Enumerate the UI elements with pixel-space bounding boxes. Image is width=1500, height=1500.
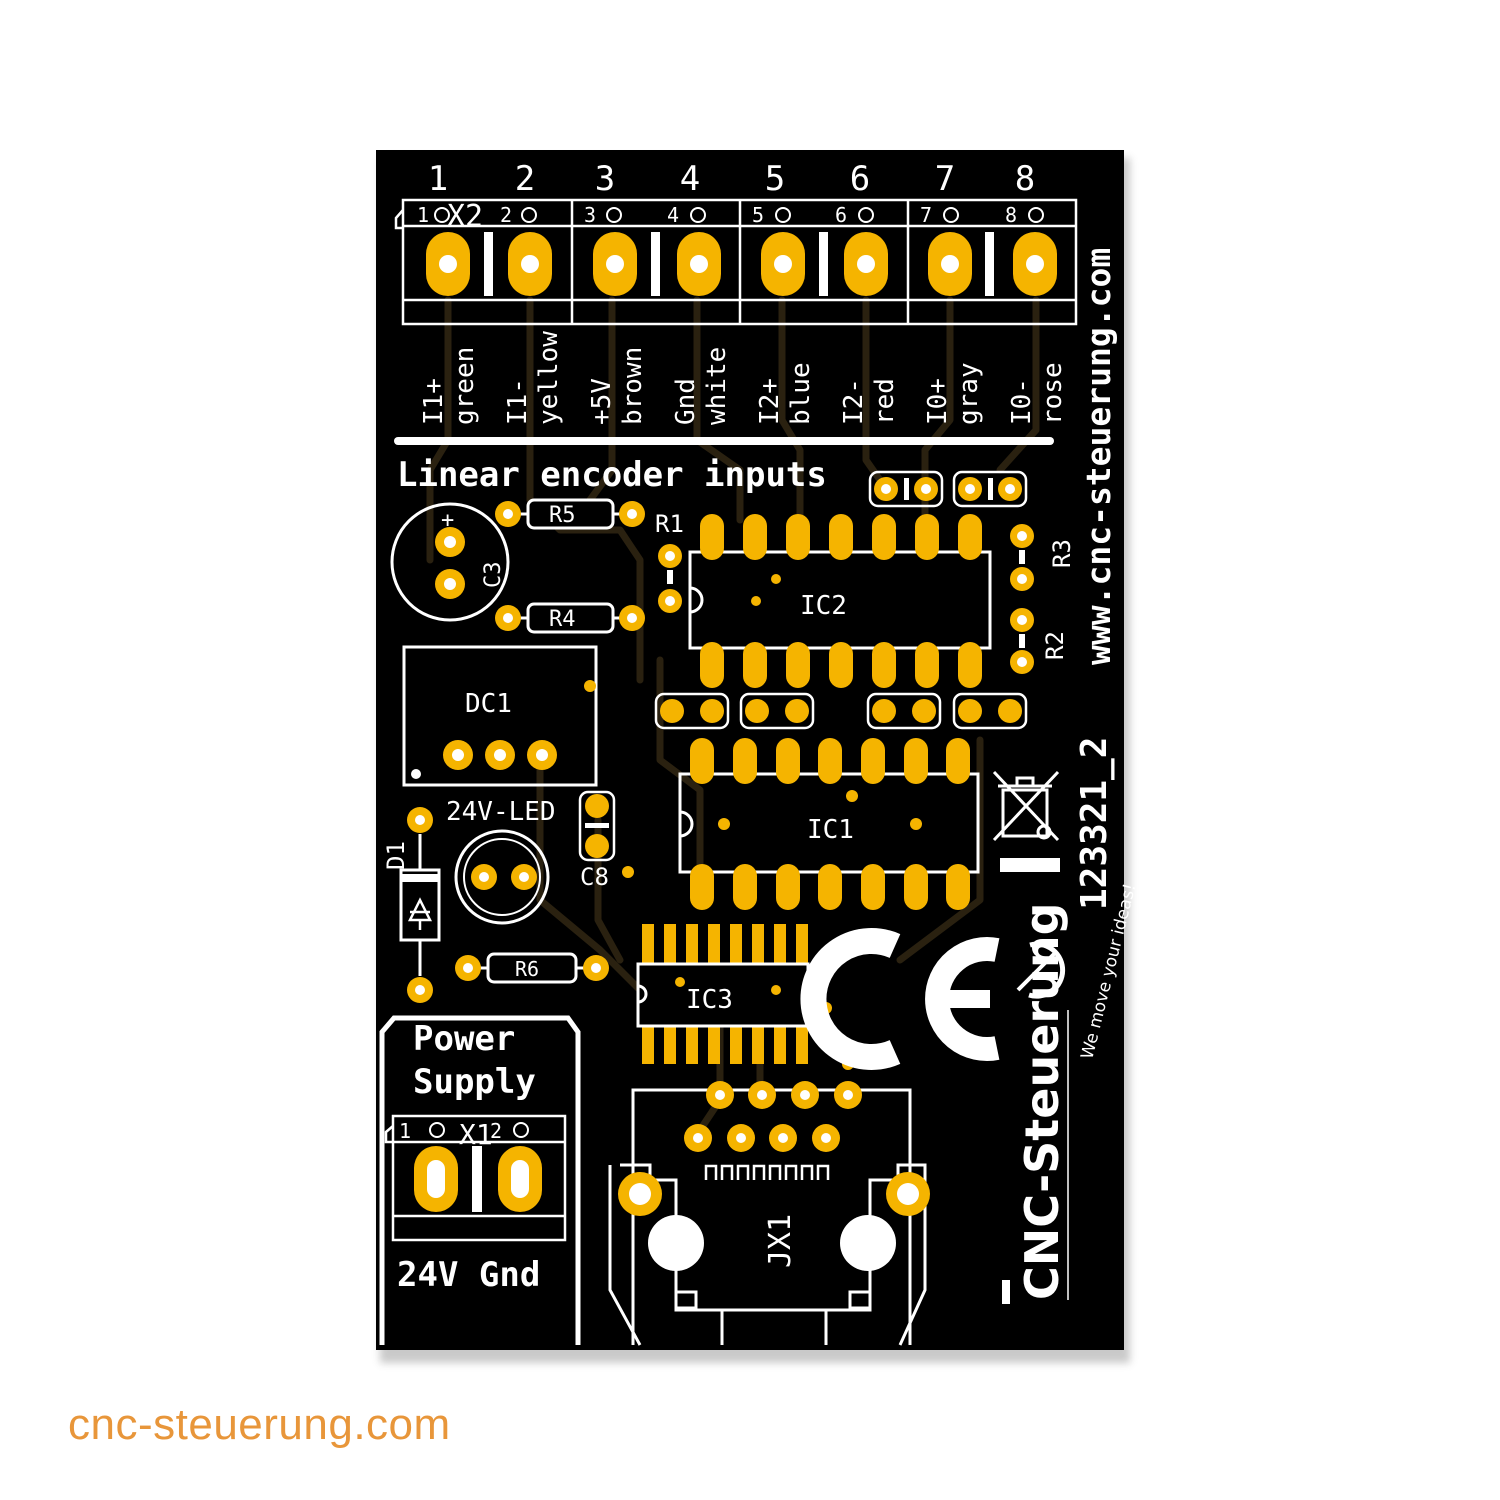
dc1-module: DC1: [402, 645, 598, 787]
svg-text:IC1: IC1: [807, 815, 854, 845]
watermark-text: cnc-steuerung.com: [68, 1400, 451, 1449]
pin-number: 3: [595, 159, 615, 199]
svg-text:C3: C3: [481, 562, 506, 589]
svg-text:R3: R3: [1048, 539, 1076, 568]
wire-signal-label: I1+: [419, 378, 449, 425]
wire-signal-label: Gnd: [671, 378, 701, 425]
pin-number: 5: [765, 159, 785, 199]
svg-text:4: 4: [667, 203, 679, 227]
terminal-pad: [844, 232, 888, 296]
diode-d1: D1: [382, 807, 441, 1003]
resistor-r5: R5: [495, 498, 645, 530]
svg-text:2: 2: [490, 1119, 502, 1143]
small-capacitors-top: [868, 470, 1028, 508]
svg-text:R1: R1: [655, 510, 684, 538]
svg-text:6: 6: [835, 203, 847, 227]
wire-signal-label: I0+: [923, 378, 953, 425]
terminal-pads: [426, 232, 1057, 296]
svg-text:3: 3: [584, 203, 596, 227]
terminal-pad: [1013, 232, 1057, 296]
ce-mark-text: CE: [0, 0, 2, 1]
ic1-pins: [690, 738, 970, 910]
terminal-pin-marks: 1 2 3 4 5 6 7 8: [417, 203, 1017, 227]
svg-text:D1: D1: [382, 841, 410, 870]
resistor-r3: R3: [1010, 524, 1076, 591]
ic2-pins: [700, 514, 982, 688]
svg-text:5: 5: [752, 203, 764, 227]
svg-text:C8: C8: [580, 863, 609, 891]
wire-color-label: brown: [618, 347, 648, 425]
wire-color-label: gray: [954, 362, 984, 425]
power-pins-label: 24V Gnd: [397, 1255, 540, 1295]
x2-designator: X2: [447, 199, 483, 234]
svg-text:2: 2: [500, 203, 512, 227]
weee-bin-icon: [992, 770, 1060, 872]
terminal-pad: [761, 232, 805, 296]
svg-text:X1: X1: [459, 1118, 493, 1151]
svg-text:R6: R6: [515, 957, 539, 981]
wire-signal-label: I1-: [503, 378, 533, 425]
svg-text:R2: R2: [1041, 631, 1069, 660]
pin-number: 4: [680, 159, 700, 199]
section-divider: [394, 437, 1054, 445]
pin-number: 1: [428, 159, 448, 199]
led-24v: 24V-LED: [446, 797, 556, 925]
resistor-r6: R6: [455, 952, 609, 984]
small-capacitors-middle: [654, 692, 1028, 730]
pin-number: 8: [1015, 159, 1035, 199]
power-title-1: Power: [413, 1019, 515, 1059]
connector-jx1: JX1: [608, 1081, 930, 1346]
terminal-separators: [484, 232, 994, 296]
svg-text:7: 7: [920, 203, 932, 227]
wire-color-label: white: [702, 347, 732, 425]
pin-number: 7: [935, 159, 955, 199]
part-number: 123321_2: [1074, 737, 1115, 910]
svg-text:1: 1: [417, 203, 429, 227]
wire-color-label: rose: [1038, 362, 1068, 425]
ce-mark: [800, 928, 1000, 1070]
pin-numbers: 1 2 3 4 5 6 7 8: [428, 159, 1035, 199]
svg-text:R5: R5: [549, 503, 576, 528]
section-title: Linear encoder inputs: [397, 455, 827, 495]
svg-text:IC2: IC2: [800, 591, 847, 621]
terminal-pad: [928, 232, 972, 296]
svg-text:24V-LED: 24V-LED: [446, 797, 556, 827]
terminal-pad: [426, 232, 470, 296]
url-text: www.cnc-steuerung.com: [1079, 248, 1118, 665]
svg-text:1: 1: [399, 1119, 411, 1143]
terminal-block-x2: [394, 198, 1078, 326]
svg-text:IC3: IC3: [686, 985, 733, 1015]
wire-signal-label: I2-: [839, 378, 869, 425]
svg-text:JX1: JX1: [763, 1214, 798, 1268]
pin-number: 2: [515, 159, 535, 199]
resistor-r1: R1: [655, 510, 684, 613]
svg-text:+: +: [441, 508, 454, 533]
terminal-pin-circles: [434, 207, 1044, 223]
wire-color-label: yellow: [534, 331, 564, 425]
wire-signal-label: I0-: [1007, 378, 1037, 425]
pin-number: 6: [850, 159, 870, 199]
capacitor-c3: + C3: [390, 502, 510, 622]
svg-text:DC1: DC1: [465, 689, 512, 719]
wire-signal-label: +5V: [587, 378, 617, 425]
resistor-r2: R2: [1010, 608, 1069, 674]
capacitor-c8: C8: [578, 790, 634, 891]
wire-color-label: red: [870, 378, 900, 425]
svg-text:R4: R4: [549, 607, 576, 632]
wire-color-label: blue: [786, 362, 816, 425]
power-title-2: Supply: [413, 1062, 536, 1102]
terminal-pad: [677, 232, 721, 296]
wire-color-label: green: [450, 347, 480, 425]
terminal-pad: [508, 232, 552, 296]
resistor-r4: R4: [495, 602, 645, 634]
svg-text:8: 8: [1005, 203, 1017, 227]
terminal-pad: [593, 232, 637, 296]
wire-signal-label: I2+: [755, 378, 785, 425]
power-supply-section: Power Supply 1 X1 2 24V Gnd: [379, 1015, 581, 1345]
